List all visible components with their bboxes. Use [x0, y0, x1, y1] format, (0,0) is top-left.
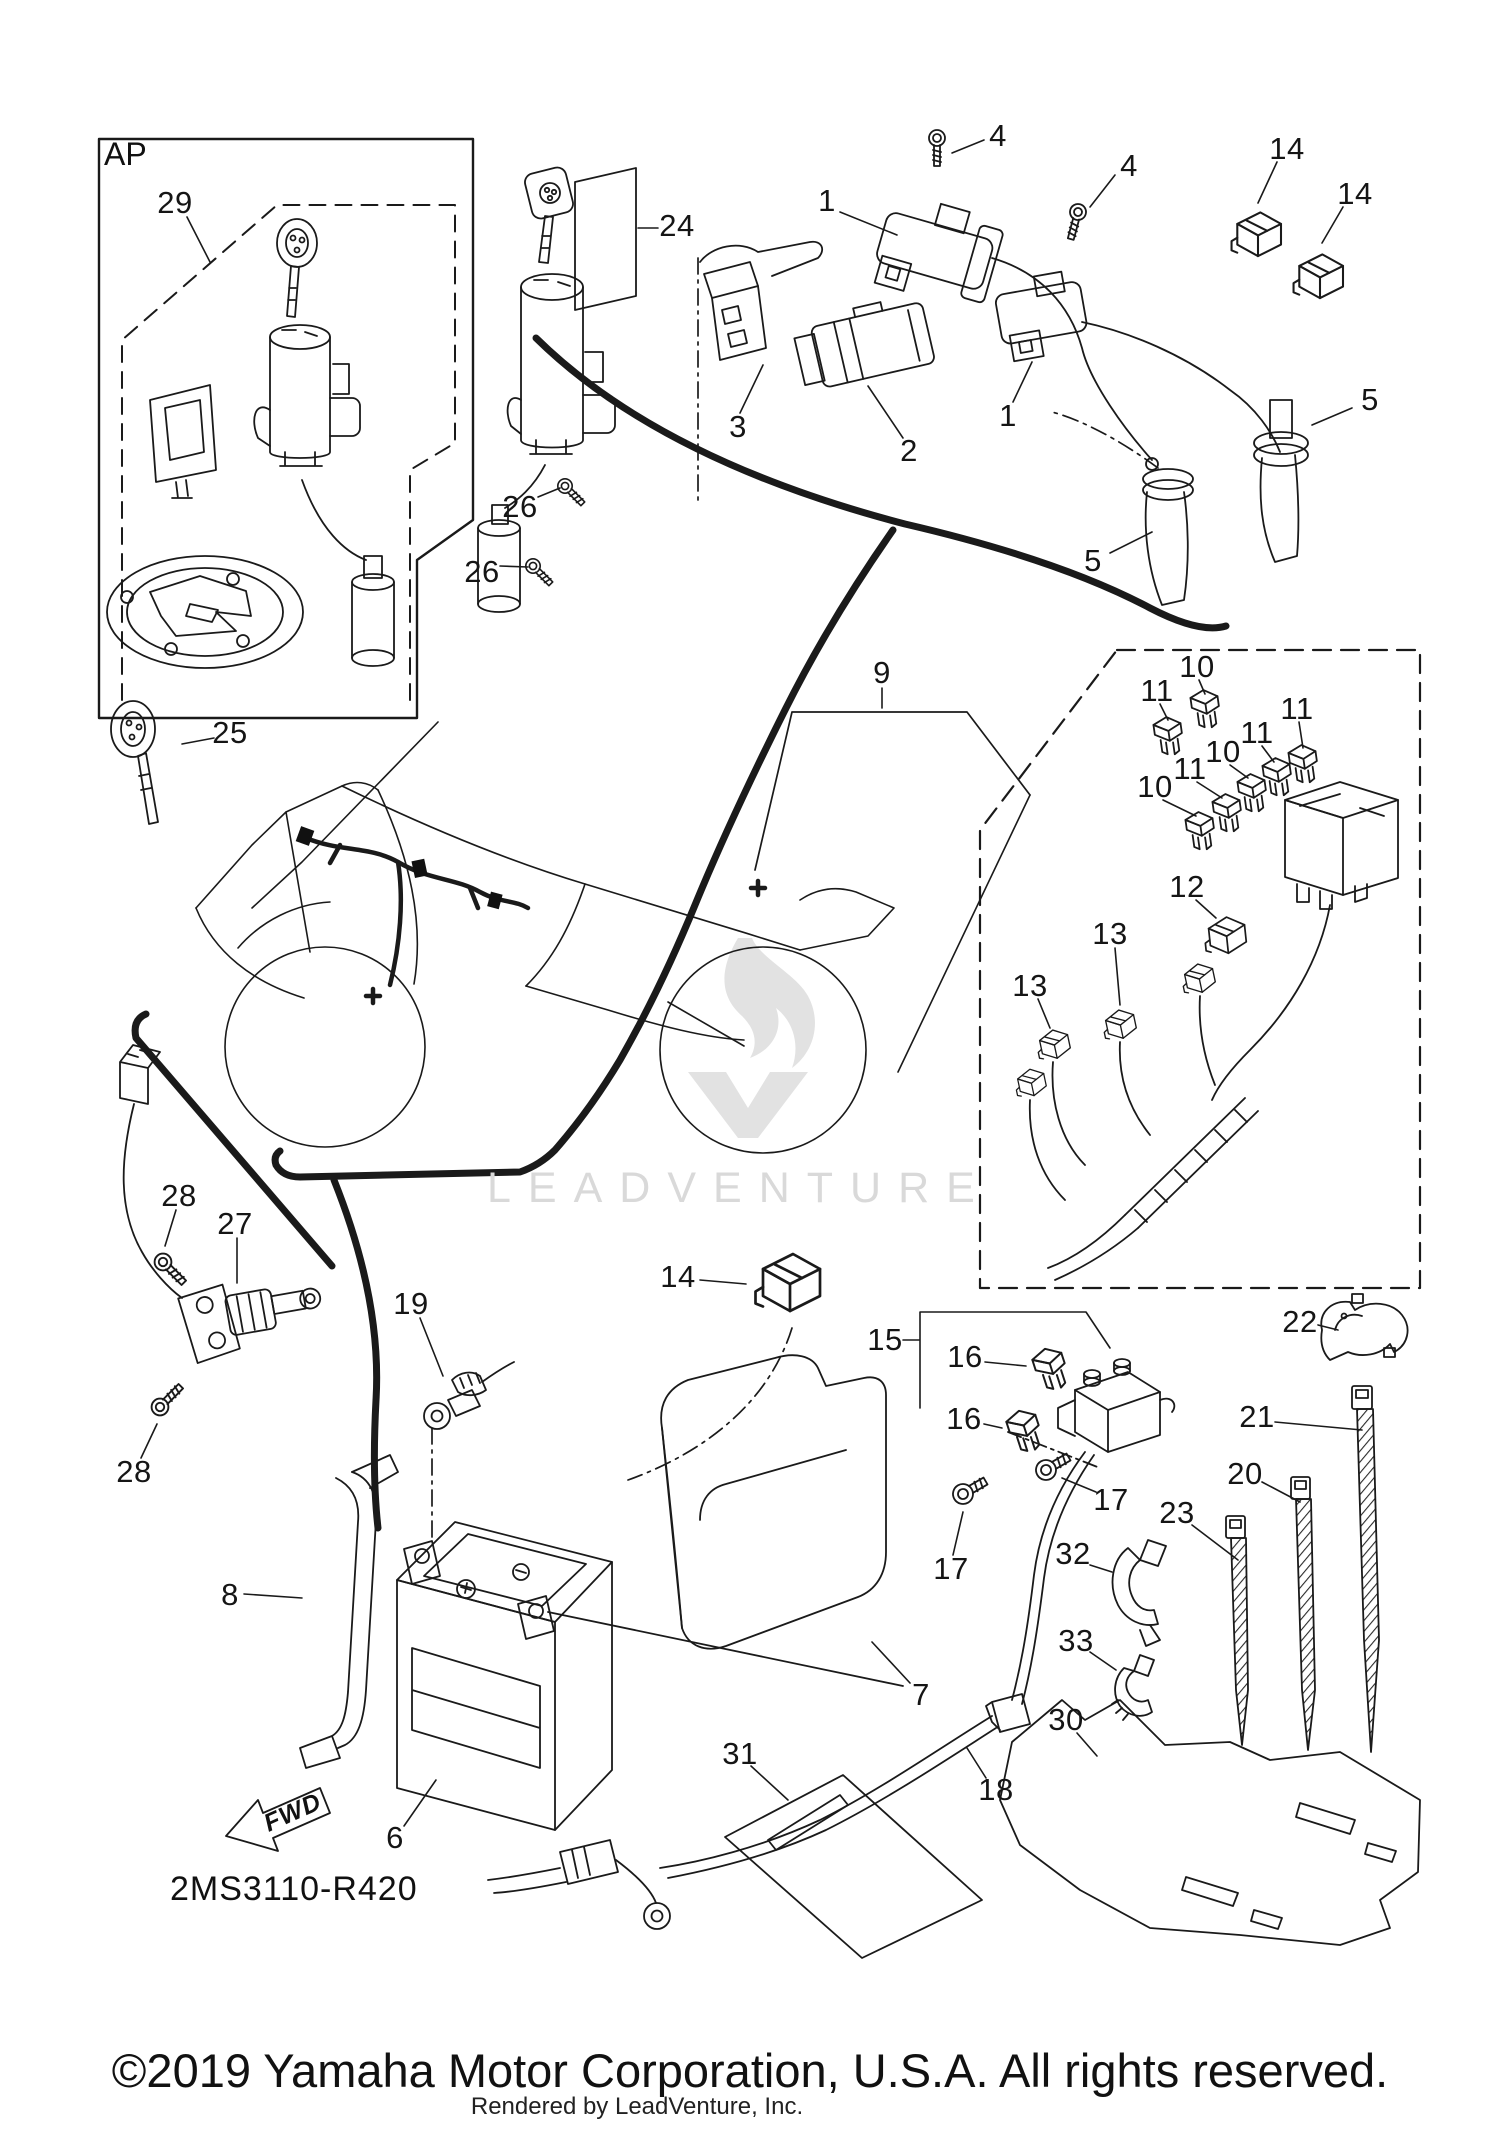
starter-relay-15 [985, 1358, 1176, 1733]
key-24 [524, 166, 574, 264]
relay-14-a [1230, 211, 1283, 258]
motorcycle-outline [195, 721, 1031, 1154]
battery-band-8 [299, 1454, 399, 1769]
harness-connector-blobs [295, 826, 503, 910]
relay-14-b [1292, 253, 1345, 300]
coil-wire-b [1081, 321, 1281, 453]
ignition-switch-24 [477, 273, 616, 613]
cable-tie-20 [1290, 1476, 1316, 1751]
relay-12 [1202, 914, 1249, 957]
cable-tie-23 [1225, 1515, 1249, 1746]
screw-26-b [522, 555, 557, 590]
key-29 [276, 218, 318, 318]
sub-harness-wires [1028, 995, 1259, 1281]
motorcycle-harness-bold [303, 835, 768, 1006]
diagram-part-code: 2MS3110-R420 [170, 1870, 418, 1908]
relay-2 [793, 301, 935, 388]
ap-kit-box [97, 137, 475, 720]
relay-15-alignment [1007, 1431, 1101, 1469]
screw-28-a [150, 1249, 191, 1290]
copyright-text: ©2019 Yamaha Motor Corporation, U.S.A. A… [111, 2044, 1389, 2097]
screw-26-a [554, 475, 589, 510]
relay-14-c [754, 1252, 822, 1313]
screw-4-b [1062, 201, 1089, 243]
clamp-33 [1111, 1654, 1155, 1721]
ignition-coil-1b [994, 270, 1088, 363]
fuse-16-b [1003, 1405, 1047, 1457]
fwd-arrow [225, 1787, 331, 1852]
fuse-box-11 [1284, 781, 1399, 910]
rendered-by-text: Rendered by LeadVenture, Inc. [470, 2093, 804, 2120]
connector-13-extra2 [1012, 1066, 1049, 1100]
fuse-16-a [1029, 1343, 1073, 1395]
battery-lead-18 [487, 1715, 997, 1930]
bracket-15-lines [902, 1311, 1111, 1409]
ignition-switch-29 [253, 324, 361, 467]
screw-4-a [928, 129, 946, 167]
spark-plug-cap-5-right [1253, 399, 1309, 563]
fuse-box-wire [1211, 904, 1331, 1101]
clamp-22 [1320, 1293, 1409, 1361]
key-panel-24 [574, 167, 637, 311]
cable-tie-21 [1351, 1385, 1380, 1753]
watermark-text: LEADVENTURE [487, 1164, 992, 1212]
battery-cover-7 [660, 1354, 887, 1650]
ap-bracket-part [149, 384, 217, 499]
mat-30 [999, 1699, 1421, 1946]
fuel-tank-cap [106, 555, 304, 669]
sensor-connector-27 [119, 1044, 183, 1299]
main-harness-curves [131, 334, 1230, 1532]
assembly-alignment-lines [431, 257, 1159, 1544]
harness-9-bracket [754, 711, 1031, 871]
connector-13-extra [1178, 960, 1218, 997]
key-25 [110, 700, 159, 825]
mat-31 [724, 1774, 983, 1959]
coil-wire-a [991, 257, 1153, 461]
spark-plug-cap-5-left [1142, 457, 1194, 606]
ap-switch-wire-boot [301, 479, 395, 667]
ap-inner-dashed-box [121, 204, 456, 701]
switch-assembly-27 [177, 1283, 322, 1364]
battery-lead-19 [423, 1361, 515, 1430]
fuse-area-dashed-box [978, 648, 1422, 1290]
ap-section-label: AP [104, 136, 147, 172]
ignition-coil-1a [873, 202, 1004, 304]
screw-28-b [147, 1379, 188, 1420]
leadventure-flame-logo [688, 938, 815, 1138]
leader-lines [140, 139, 1363, 1827]
clamp-32 [1111, 1539, 1167, 1647]
connector-3 [699, 240, 824, 361]
connector-13-b [1033, 1026, 1073, 1063]
battery-6 [396, 1521, 904, 1831]
bolt-17-b [948, 1471, 992, 1509]
connector-13-a [1099, 1006, 1139, 1043]
